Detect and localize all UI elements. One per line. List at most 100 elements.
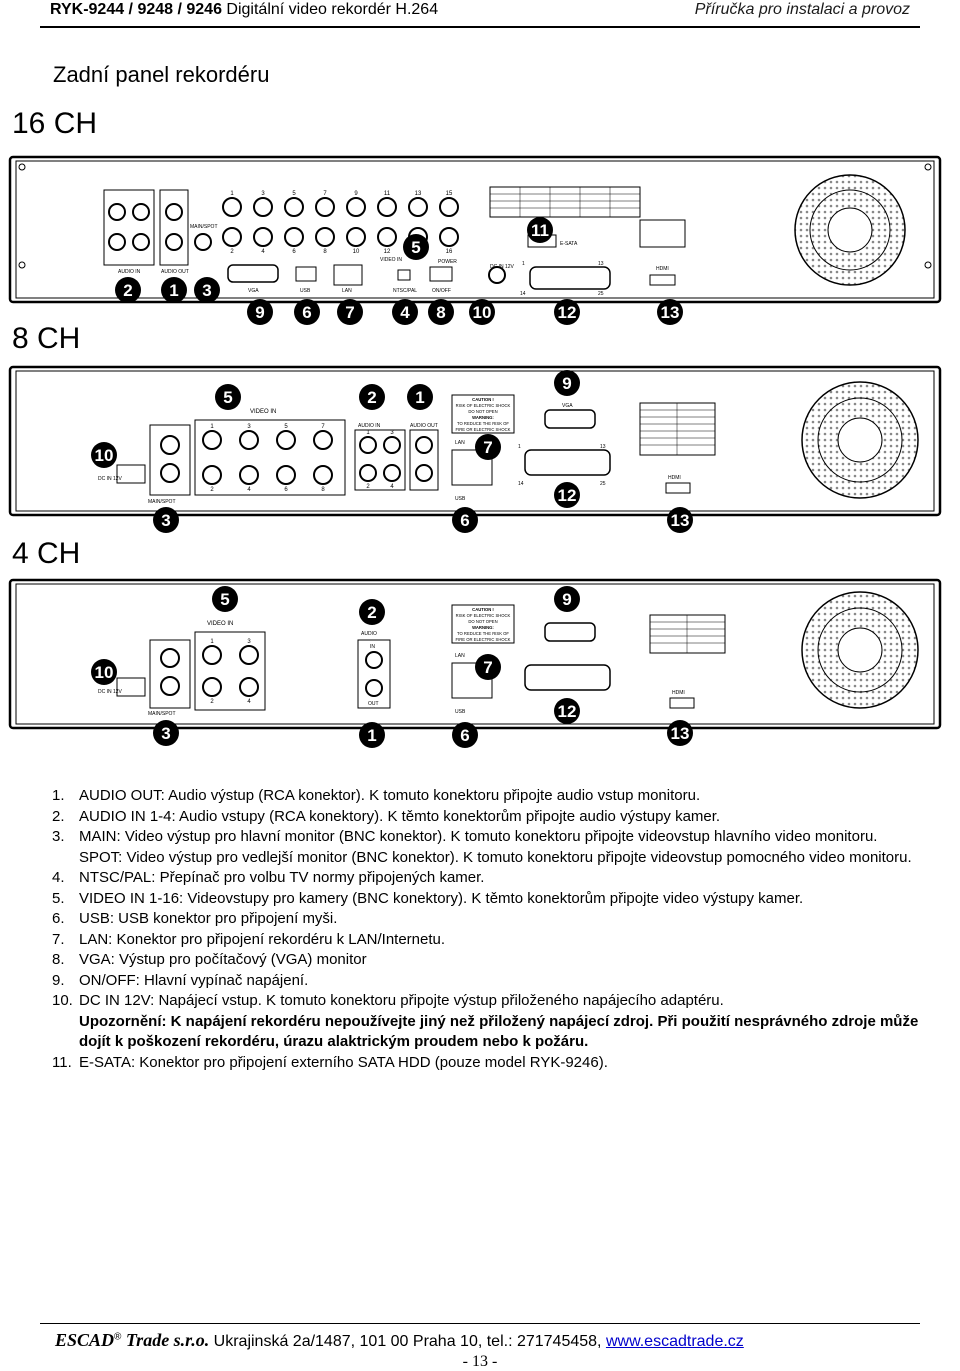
callout: 12 bbox=[554, 482, 580, 508]
list-item: 6.USB: USB konektor pro připojení myši. bbox=[52, 909, 932, 930]
callout-number: 6 bbox=[460, 511, 469, 530]
callout: 3 bbox=[153, 720, 179, 746]
caution-line: FIRE OR ELECTRIC SHOCK bbox=[456, 427, 511, 432]
callout-number: 1 bbox=[415, 388, 424, 407]
header-right: Příručka pro instalaci a provoz bbox=[694, 1, 910, 18]
caution-line: TO REDUCE THE RISK OF bbox=[457, 421, 509, 426]
callout-number: 9 bbox=[562, 374, 571, 393]
bnc-connector bbox=[284, 227, 304, 247]
callout: 10 bbox=[469, 299, 495, 325]
callout-number: 2 bbox=[367, 388, 376, 407]
item-number: 11. bbox=[52, 1053, 72, 1071]
callout: 1 bbox=[359, 722, 385, 748]
bnc-connector bbox=[346, 227, 366, 247]
bnc-connector bbox=[222, 227, 242, 247]
callout: 8 bbox=[428, 299, 454, 325]
callout-number: 6 bbox=[302, 303, 311, 322]
audio-out-jack bbox=[165, 233, 183, 251]
label-usb: USB bbox=[300, 288, 311, 294]
channel-number: 11 bbox=[384, 191, 391, 197]
callout: 4 bbox=[392, 299, 418, 325]
list-item: 1.AUDIO OUT: Audio výstup (RCA konektor)… bbox=[52, 786, 932, 807]
callout: 5 bbox=[212, 586, 238, 612]
vga-port-8ch bbox=[544, 409, 596, 429]
item-text: E-SATA: Konektor pro připojení externího… bbox=[79, 1053, 608, 1071]
item-number: 8. bbox=[52, 951, 65, 968]
callout: 2 bbox=[359, 599, 385, 625]
callout: 7 bbox=[475, 434, 501, 460]
callout: 2 bbox=[359, 384, 385, 410]
channel-number: 15 bbox=[446, 191, 453, 197]
item-text: MAIN: Video výstup pro hlavní monitor (B… bbox=[79, 828, 878, 845]
label-on-off: ON/OFF bbox=[432, 288, 451, 294]
caution-line: WARNING: bbox=[472, 415, 494, 420]
registered-mark: ® bbox=[114, 1331, 122, 1343]
channel-number: 1 bbox=[230, 191, 234, 197]
bnc-connector bbox=[202, 465, 222, 485]
label-hdmi: HDMI bbox=[668, 475, 681, 481]
label-vga: VGA bbox=[562, 403, 573, 409]
callout-number: 3 bbox=[161, 511, 170, 530]
pin-label: 1 bbox=[522, 261, 525, 267]
callout: 10 bbox=[91, 442, 117, 468]
label-in: IN bbox=[370, 644, 375, 650]
callout-number: 7 bbox=[483, 658, 492, 677]
dc-in-4ch bbox=[116, 677, 146, 697]
label-main-spot: MAIN/SPOT bbox=[148, 499, 176, 505]
label-vga: VGA bbox=[248, 288, 259, 294]
callout: 13 bbox=[667, 507, 693, 533]
item-text: ON/OFF: Hlavní vypínač napájení. bbox=[79, 971, 309, 989]
channel-number: 5 bbox=[284, 424, 288, 430]
label-hdmi: HDMI bbox=[656, 266, 669, 272]
bnc-connector bbox=[239, 645, 259, 665]
channel-number: 12 bbox=[384, 249, 391, 255]
list-item: 10.DC IN 12V: Napájecí vstup. K tomuto k… bbox=[52, 991, 932, 1053]
bnc-connector bbox=[383, 436, 401, 454]
callout-number: 12 bbox=[558, 303, 577, 322]
callout-number: 10 bbox=[95, 663, 114, 682]
callout-number: 6 bbox=[460, 726, 469, 745]
page-footer: ESCAD® Trade s.r.o. Ukrajinská 2a/1487, … bbox=[40, 1323, 920, 1350]
audio-out-block-8ch bbox=[409, 429, 439, 491]
page-header: RYK-9244 / 9248 / 9246 Digitální video r… bbox=[40, 0, 920, 28]
dsub25-port-16ch bbox=[529, 266, 611, 290]
main-spot-bnc bbox=[194, 233, 212, 251]
fan-16ch bbox=[794, 174, 906, 286]
caution-line: FIRE OR ELECTRIC SHOCK bbox=[456, 637, 511, 642]
dsub25-port-8ch bbox=[524, 449, 611, 476]
list-item: 9.ON/OFF: Hlavní vypínač napájení. bbox=[52, 971, 932, 992]
hdmi-port-4ch bbox=[669, 697, 695, 709]
callout: 12 bbox=[554, 698, 580, 724]
channel-number: 3 bbox=[247, 639, 251, 645]
list-item: 11. E-SATA: Konektor pro připojení extern… bbox=[52, 1053, 932, 1074]
channel-number: 1 bbox=[366, 430, 370, 436]
caution-line: CAUTION ! bbox=[472, 397, 494, 402]
audio-in-block-8ch bbox=[354, 429, 406, 491]
label-video-in: VIDEO IN bbox=[250, 409, 276, 415]
channel-number: 8 bbox=[323, 249, 327, 255]
usb-port-16ch bbox=[295, 266, 317, 282]
callout-number: 12 bbox=[558, 486, 577, 505]
channel-number: 4 bbox=[247, 487, 251, 493]
callout: 7 bbox=[337, 299, 363, 325]
bnc-connector bbox=[222, 197, 242, 217]
website-link[interactable]: www.escadtrade.cz bbox=[605, 1333, 744, 1350]
callout: 5 bbox=[403, 234, 429, 260]
item-number: 10. bbox=[52, 992, 73, 1009]
channel-number: 4 bbox=[390, 484, 394, 490]
label-dc-in: DC IN 12V bbox=[98, 689, 123, 695]
caution-line: DO NOT OPEN bbox=[468, 619, 497, 624]
item-number: 1. bbox=[52, 787, 65, 804]
item-number: 3. bbox=[52, 828, 65, 845]
main-spot-block-8ch bbox=[149, 424, 191, 496]
channel-number: 3 bbox=[390, 430, 394, 436]
video-in-bnc-grid-16ch: 13579111315246810121416 bbox=[222, 191, 459, 255]
